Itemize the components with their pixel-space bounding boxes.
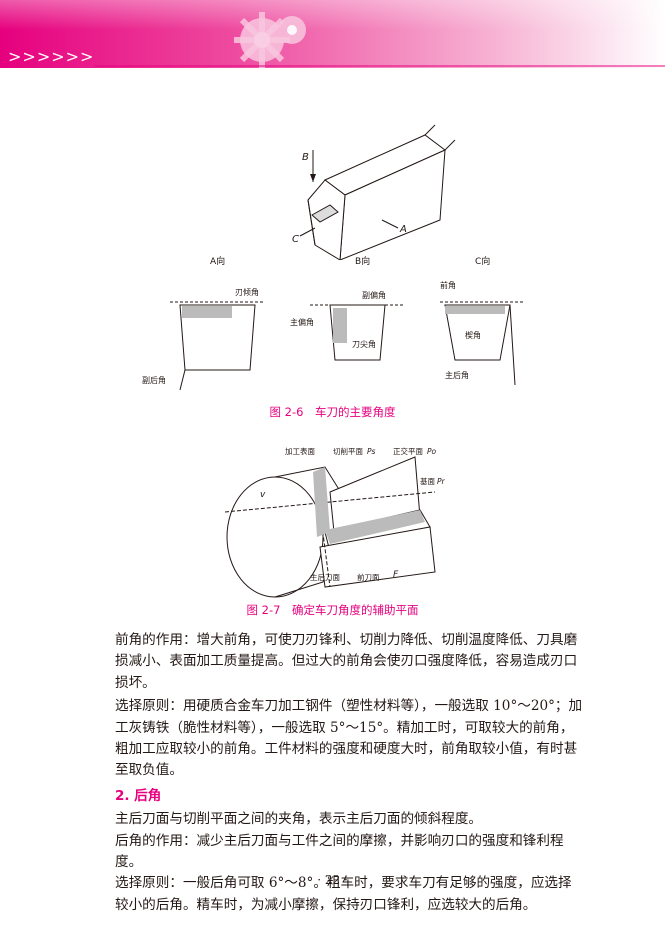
svg-text:加工表面: 加工表面 bbox=[285, 446, 315, 456]
figure1-caption: 图 2-6 车刀的主要角度 bbox=[269, 405, 396, 419]
svg-text:A: A bbox=[399, 224, 407, 235]
figure2-caption: 图 2-7 确定车刀角度的辅助平面 bbox=[246, 603, 419, 617]
svg-text:B向: B向 bbox=[355, 255, 370, 267]
svg-text:Ps: Ps bbox=[367, 447, 376, 456]
body-text: 前角的作用：增大前角，可使刀刃锋利、切削力降低、切削温度降低、刀具磨损减小、表面… bbox=[115, 630, 585, 916]
svg-text:副偏角: 副偏角 bbox=[362, 290, 386, 300]
svg-text:Pr: Pr bbox=[437, 477, 446, 486]
svg-text:A向: A向 bbox=[210, 255, 225, 267]
svg-text:副后角: 副后角 bbox=[142, 375, 166, 385]
svg-text:刀尖角: 刀尖角 bbox=[352, 339, 376, 349]
svg-text:F: F bbox=[393, 570, 399, 580]
page-header: >>>>>> bbox=[0, 0, 665, 68]
svg-text:B: B bbox=[302, 152, 309, 163]
svg-text:前角: 前角 bbox=[440, 280, 456, 290]
para-clearance-def: 主后刀面与切削平面之间的夹角，表示主后刀面的倾斜程度。 bbox=[115, 811, 483, 828]
para-rake-effect: 前角的作用：增大前角，可使刀刃锋利、切削力降低、切削温度降低、刀具磨损减小、表面… bbox=[115, 632, 578, 691]
svg-text:正交平面: 正交平面 bbox=[393, 446, 423, 456]
svg-text:Po: Po bbox=[427, 447, 437, 456]
header-chevrons: >>>>>> bbox=[8, 47, 94, 66]
svg-text:刃倾角: 刃倾角 bbox=[235, 287, 259, 297]
svg-text:C向: C向 bbox=[475, 255, 490, 267]
section-title: 2. 后角 bbox=[115, 787, 162, 804]
figure-tool-views: A向 B向 C向 刃倾角 副后角 副偏角 主偏角 刀尖角 前角 楔角 主后角 bbox=[142, 255, 525, 391]
svg-text:主后角: 主后角 bbox=[445, 370, 469, 380]
svg-text:楔角: 楔角 bbox=[465, 330, 481, 340]
para-rake-selection: 选择原则：用硬质合金车刀加工钢件（塑性材料等），一般选取 10°～20°；加工灰… bbox=[115, 698, 583, 779]
figure-tool-iso: B C A bbox=[292, 124, 456, 260]
svg-text:C: C bbox=[292, 234, 299, 245]
para-clearance-selection: 选择原则：一般后角可取 6°～8°。粗车时，要求车刀有足够的强度，应选择较小的后… bbox=[115, 875, 572, 913]
page-number: · 22 · bbox=[317, 873, 348, 887]
svg-text:切削平面: 切削平面 bbox=[333, 446, 363, 456]
svg-text:v: v bbox=[260, 490, 266, 500]
svg-text:主后刀面: 主后刀面 bbox=[310, 572, 340, 582]
svg-text:前刀面: 前刀面 bbox=[357, 572, 380, 582]
figure-aux-planes: 加工表面 切削平面 Ps 正交平面 Po 基面 Pr 主后刀面 前刀面 F v bbox=[224, 446, 446, 598]
svg-text:主偏角: 主偏角 bbox=[290, 317, 314, 327]
svg-text:基面: 基面 bbox=[420, 476, 435, 486]
para-clearance-effect: 后角的作用：减少主后刀面与工件之间的摩擦，并影响刃口的强度和锋利程度。 bbox=[115, 832, 564, 871]
